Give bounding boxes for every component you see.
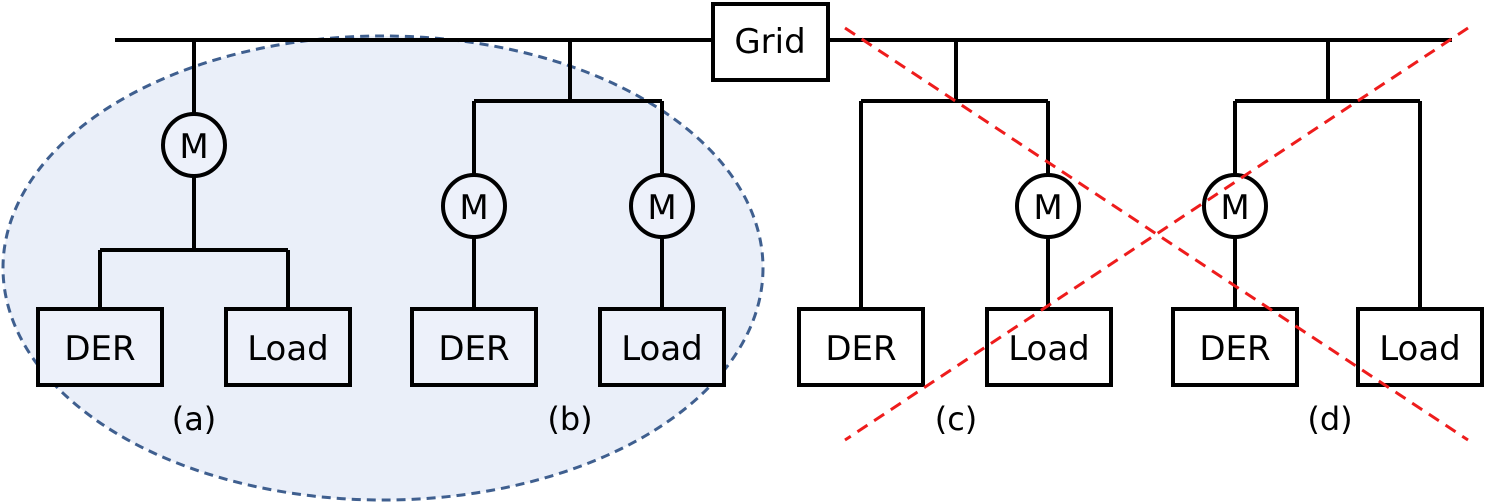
der-a: DER [36, 307, 164, 387]
load-c: Load [985, 307, 1113, 387]
svg-text:M: M [1220, 188, 1249, 228]
svg-text:Load: Load [1008, 329, 1090, 369]
caption-d: (d) [1307, 400, 1352, 438]
invalid-cross-mark [844, 26, 1469, 442]
svg-text:Load: Load [621, 329, 703, 369]
der-b: DER [410, 307, 538, 387]
grid-node: Grid [711, 2, 830, 82]
der-d: DER [1171, 307, 1299, 387]
valid-configurations-highlight [1, 34, 765, 502]
der-c: DER [797, 307, 925, 387]
grid-label: Grid [734, 22, 805, 62]
svg-text:Load: Load [1379, 329, 1461, 369]
meter-a-label: M [179, 127, 208, 167]
caption-c: (c) [935, 400, 978, 438]
svg-text:Load: Load [247, 329, 329, 369]
svg-text:M: M [647, 188, 676, 228]
configuration-d: M DER Load (d) [1171, 40, 1484, 438]
svg-text:DER: DER [1199, 329, 1270, 369]
load-b: Load [598, 307, 726, 387]
svg-text:DER: DER [825, 329, 896, 369]
caption-a: (a) [172, 400, 217, 438]
configuration-a: M DER Load (a) [36, 40, 352, 438]
caption-b: (b) [547, 400, 592, 438]
svg-text:M: M [1033, 188, 1062, 228]
svg-text:DER: DER [64, 329, 135, 369]
configuration-b: M M DER Load (b) [410, 40, 726, 438]
svg-text:M: M [459, 188, 488, 228]
configuration-c: M DER Load (c) [797, 40, 1113, 438]
load-d: Load [1356, 307, 1484, 387]
svg-text:DER: DER [438, 329, 509, 369]
load-a: Load [224, 307, 352, 387]
